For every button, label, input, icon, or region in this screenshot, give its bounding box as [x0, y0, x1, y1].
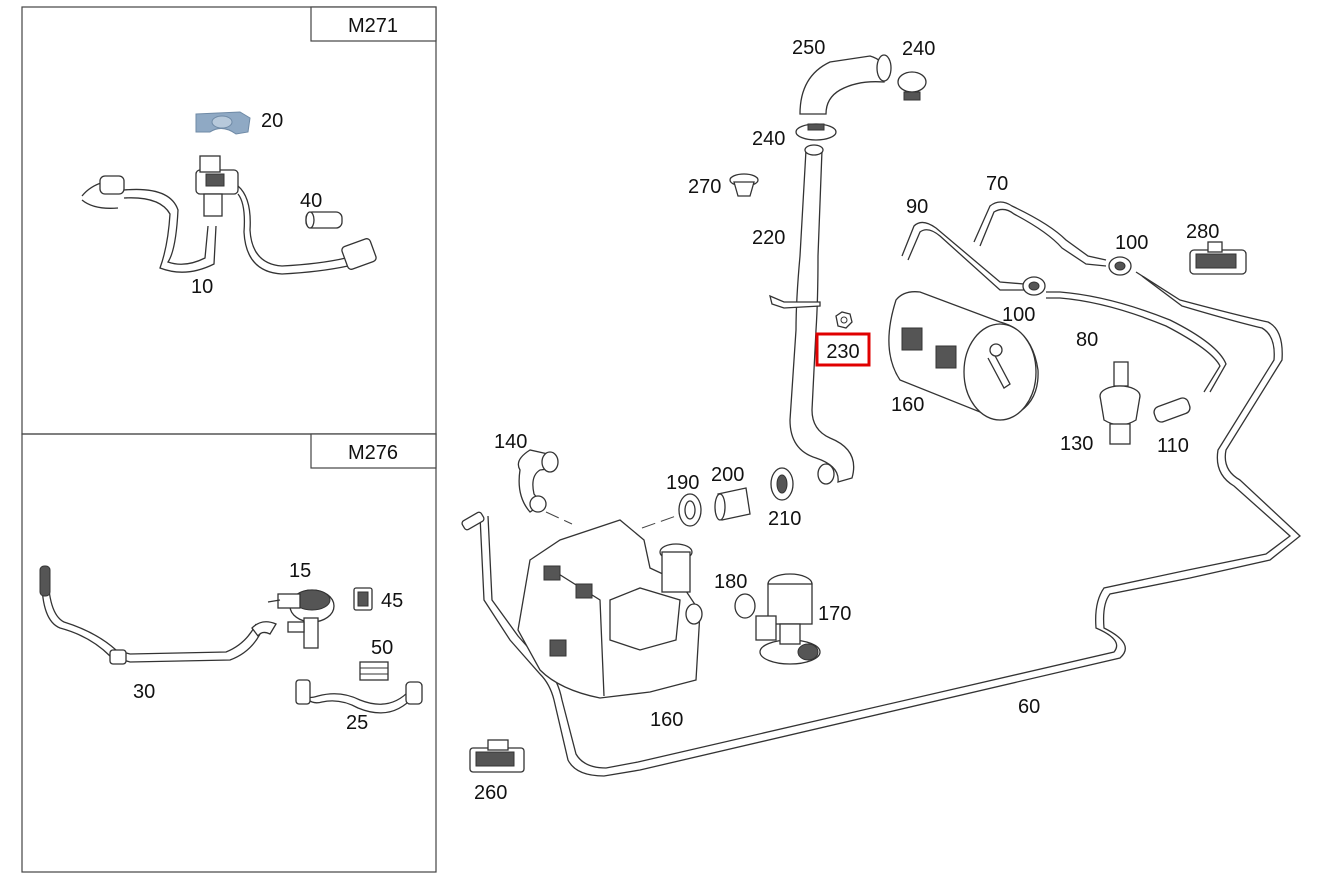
part-220-pipe[interactable]	[769, 144, 855, 485]
leader-190	[641, 515, 677, 529]
label-20: 20	[261, 110, 283, 132]
part-270-grommet[interactable]	[729, 173, 759, 197]
part-30-line[interactable]	[39, 565, 277, 665]
part-140-hose[interactable]	[517, 449, 559, 513]
label-180: 180	[714, 571, 747, 593]
label-60: 60	[1018, 696, 1040, 718]
part-250-hose[interactable]	[799, 54, 892, 115]
part-25-hose[interactable]	[295, 679, 423, 714]
part-180-seal[interactable]	[734, 593, 756, 619]
part-230-nut[interactable]	[835, 311, 853, 329]
leader-140	[545, 511, 573, 525]
part-10-valve-assembly[interactable]	[81, 155, 377, 275]
label-25: 25	[346, 712, 368, 734]
part-170-valve[interactable]	[755, 573, 821, 665]
part-240-clamp-upper[interactable]	[897, 71, 927, 101]
part-100-clip-left[interactable]	[1022, 276, 1046, 296]
label-280: 280	[1186, 221, 1219, 243]
part-20-clamp[interactable]	[195, 111, 251, 135]
panel-m276-frame	[21, 433, 437, 873]
label-100-right: 100	[1115, 232, 1148, 254]
part-280-connector[interactable]	[1189, 241, 1247, 275]
part-190-seal[interactable]	[678, 493, 702, 527]
part-100-clip-right[interactable]	[1108, 256, 1132, 276]
panel-m271-frame	[21, 6, 437, 435]
panel-m276-title: M276	[348, 442, 398, 464]
label-190: 190	[666, 472, 699, 494]
label-250: 250	[792, 37, 825, 59]
label-230: 230	[826, 341, 859, 363]
part-240-clamp-lower[interactable]	[795, 123, 837, 141]
label-70: 70	[986, 173, 1008, 195]
part-50-sleeve[interactable]	[359, 661, 389, 681]
label-130: 130	[1060, 433, 1093, 455]
label-200: 200	[711, 464, 744, 486]
label-240-upper: 240	[902, 38, 935, 60]
label-50: 50	[371, 637, 393, 659]
label-160-lower: 160	[650, 709, 683, 731]
label-160-upper: 160	[891, 394, 924, 416]
part-40-sleeve[interactable]	[305, 211, 343, 229]
label-15: 15	[289, 560, 311, 582]
panel-m271-title-box	[310, 6, 437, 42]
label-10: 10	[191, 276, 213, 298]
label-220: 220	[752, 227, 785, 249]
panel-m276-title-box	[310, 433, 437, 469]
part-200-sleeve[interactable]	[714, 487, 751, 521]
part-160-canister-lower[interactable]	[517, 519, 703, 699]
label-240-lower: 240	[752, 128, 785, 150]
part-210-clamp[interactable]	[770, 467, 794, 501]
label-45: 45	[381, 590, 403, 612]
part-70-hose[interactable]	[973, 201, 1107, 267]
label-90: 90	[906, 196, 928, 218]
part-110-sleeve[interactable]	[1152, 396, 1191, 423]
part-15-valve[interactable]	[267, 589, 335, 649]
part-260-connector[interactable]	[469, 739, 525, 773]
part-80-line[interactable]	[1046, 291, 1227, 393]
label-80: 80	[1076, 329, 1098, 351]
label-110: 110	[1157, 435, 1189, 457]
part-160-canister-upper[interactable]	[888, 291, 1039, 421]
part-60-line[interactable]	[461, 271, 1301, 777]
label-40: 40	[300, 190, 322, 212]
part-90-hose[interactable]	[901, 221, 1025, 291]
label-170: 170	[818, 603, 851, 625]
highlight-box-230	[815, 332, 871, 367]
label-140: 140	[494, 431, 527, 453]
part-130-valve[interactable]	[1099, 361, 1141, 445]
label-270: 270	[688, 176, 721, 198]
part-45-connector[interactable]	[353, 587, 373, 611]
label-100-left: 100	[1002, 304, 1035, 326]
panel-m271-title: M271	[348, 15, 398, 37]
label-210: 210	[768, 508, 801, 530]
label-260: 260	[474, 782, 507, 804]
label-30: 30	[133, 681, 155, 703]
